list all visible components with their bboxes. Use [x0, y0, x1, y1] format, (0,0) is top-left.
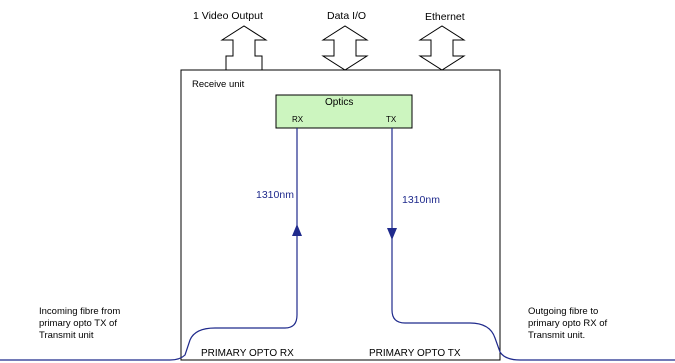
tx-wavelength-label: 1310nm: [402, 194, 440, 206]
primary-opto-rx-label: PRIMARY OPTO RX: [201, 348, 294, 359]
outgoing-fibre-label: Outgoing fibre to primary opto RX of Tra…: [528, 306, 607, 342]
ethernet-arrow: [418, 25, 466, 71]
incoming-fibre-path: [0, 128, 298, 361]
data-io-label: Data I/O: [327, 10, 367, 22]
outgoing-fibre-path: [391, 128, 675, 361]
optics-box: [275, 94, 413, 129]
video-output-arrow: [220, 25, 268, 71]
optics-tx-label: TX: [386, 115, 397, 124]
receive-unit-box: [180, 69, 501, 361]
receive-unit-label: Receive unit: [192, 79, 245, 90]
optics-title: Optics: [325, 97, 354, 108]
data-io-arrow: [321, 25, 369, 71]
incoming-line-2: primary opto TX of: [39, 318, 117, 329]
optics-rx-label: RX: [292, 115, 304, 124]
incoming-line-1: Incoming fibre from: [39, 306, 121, 317]
incoming-fibre-label: Incoming fibre from primary opto TX of T…: [39, 306, 120, 342]
ethernet-label: Ethernet: [425, 11, 465, 23]
rx-wavelength-label: 1310nm: [256, 189, 294, 201]
tx-arrowhead: [387, 228, 397, 240]
rx-arrowhead: [292, 224, 302, 236]
video-output-label: 1 Video Output: [193, 10, 263, 22]
outgoing-line-3: Transmit unit.: [528, 330, 586, 341]
outgoing-line-1: Outgoing fibre to: [528, 306, 599, 317]
incoming-line-3: Transmit unit: [39, 330, 94, 341]
outgoing-line-2: primary opto RX of: [528, 318, 608, 329]
primary-opto-tx-label: PRIMARY OPTO TX: [369, 348, 461, 359]
